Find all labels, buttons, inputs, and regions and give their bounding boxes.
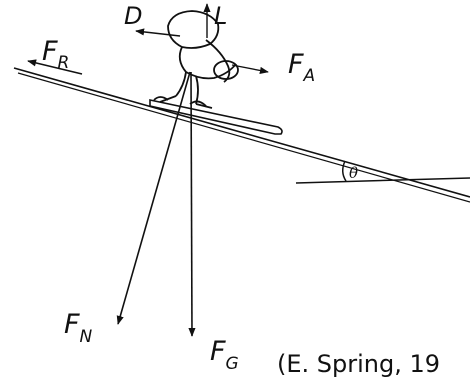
skier-glove <box>213 60 239 80</box>
friction-label: FR <box>42 36 69 73</box>
lift-label: L <box>214 2 227 30</box>
drag-force-arrow <box>135 28 181 37</box>
angle-label: θ <box>349 164 358 182</box>
normal-force-label-sub: N <box>80 327 93 347</box>
slope-line-lower <box>17 72 470 203</box>
slope-line-upper <box>13 67 470 198</box>
friction-label-sub: R <box>58 53 70 73</box>
air-force-label: FA <box>288 49 315 86</box>
gravity-force-label-main: F <box>210 336 226 367</box>
normal-force-arrow <box>116 71 191 325</box>
skier-figure <box>153 10 239 109</box>
drag-label: D <box>124 2 142 30</box>
normal-force-label: FN <box>64 309 93 347</box>
air-force-arrow <box>231 64 269 74</box>
gravity-force-label: FG <box>210 336 239 374</box>
source-citation: (E. Spring, 19 <box>277 350 441 378</box>
angle-arc <box>342 160 347 182</box>
skier-torso <box>178 46 237 80</box>
friction-force-arrow <box>27 59 83 75</box>
friction-label-main: F <box>42 36 58 67</box>
gravity-force-label-sub: G <box>226 354 239 374</box>
ski <box>149 99 283 135</box>
air-force-label-sub: A <box>303 66 316 86</box>
gravity-force-arrow <box>188 71 196 337</box>
horizontal-reference-line <box>295 177 470 184</box>
air-force-label-main: F <box>288 49 304 80</box>
normal-force-label-main: F <box>64 309 80 340</box>
skier-head <box>167 10 220 49</box>
skier-legs <box>159 71 213 109</box>
